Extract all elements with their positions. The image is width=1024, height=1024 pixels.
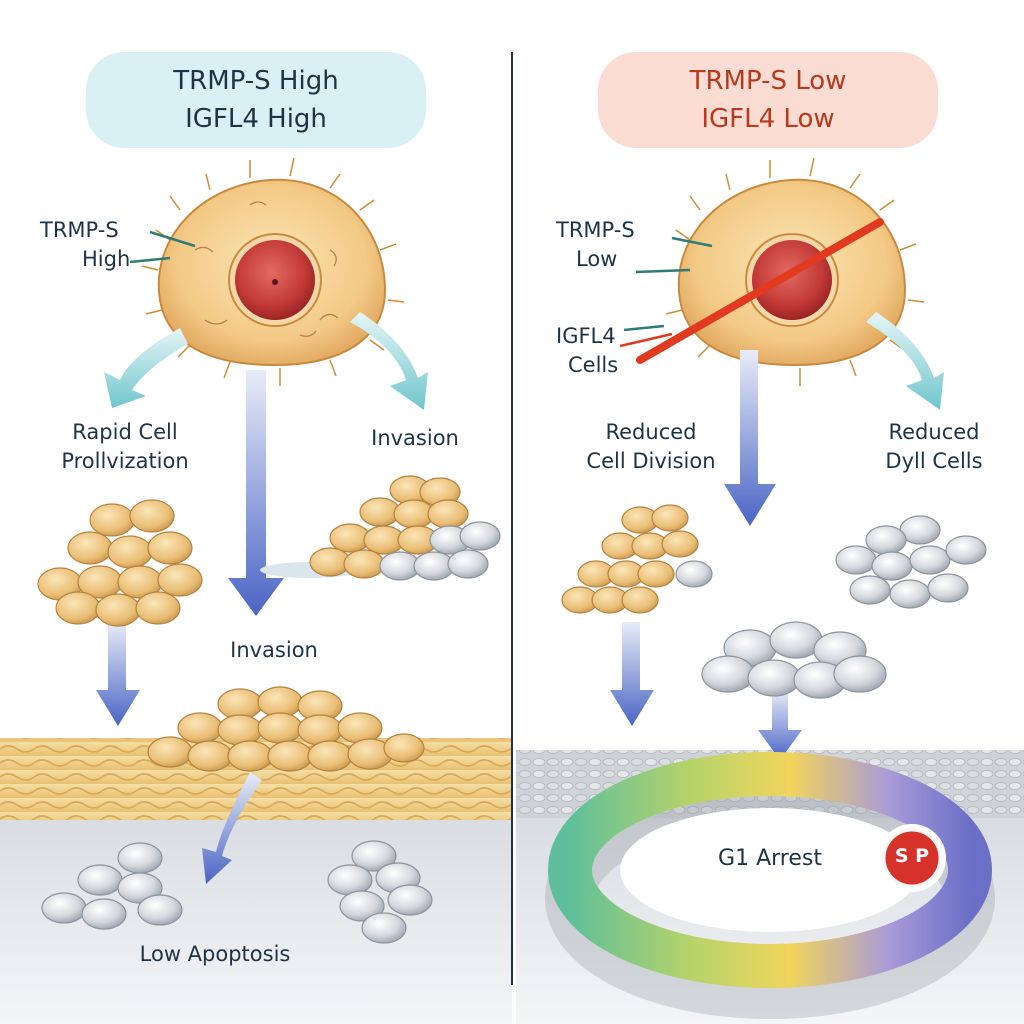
right-callout-lines: [623, 236, 713, 332]
left-tissue-cluster: [147, 686, 425, 772]
left-apoptosis-label: Low Apoptosis: [139, 942, 291, 966]
left-arrow-to-proliferation: [104, 328, 188, 408]
right-callout1-line2: Low: [576, 247, 618, 271]
left-center-invasion-label: Invasion: [230, 638, 318, 662]
left-title-line2: IGFL4 High: [185, 104, 327, 134]
left-callout-line2: High: [82, 247, 131, 271]
right-branch-right-line1: Reduced: [888, 420, 980, 444]
right-callout2-line2: Cells: [568, 353, 619, 377]
left-lower-region: [0, 818, 512, 1024]
right-title-line2: IGFL4 Low: [701, 104, 835, 134]
right-branch-division-label: Reduced Cell Division: [556, 418, 746, 476]
left-branch-proliferation-label: Rapid Cell Prollvization: [30, 418, 220, 476]
right-callout1-line1: TRMP-S: [556, 218, 635, 242]
left-callout-label: TRMP-S High: [40, 216, 130, 274]
left-arrow-to-invasion: [350, 312, 428, 410]
right-callout2-line1: IGFL4: [556, 324, 616, 348]
right-title-line1: TRMP-S Low: [689, 66, 847, 96]
left-branch-invasion-label: Invasion: [371, 426, 459, 450]
left-callout-line1: TRMP-S: [40, 218, 119, 242]
left-arrow-cluster-to-tissue: [96, 622, 140, 726]
right-callout1-label: TRMP-S Low: [556, 216, 635, 274]
right-reduced-cells-cluster: [835, 515, 987, 609]
left-condition-pill: TRMP-S High IGFL4 High: [86, 52, 426, 148]
right-branch-left-line2: Cell Division: [586, 449, 716, 473]
right-branch-cells-label: Reduced Dyll Cells: [854, 418, 1014, 476]
left-invasion-cluster: [260, 475, 501, 581]
right-callout-red-line: [619, 332, 673, 348]
right-branch-right-line2: Dyll Cells: [885, 449, 983, 473]
stop-badge-label: S P: [894, 845, 930, 867]
right-strike-line: [636, 218, 884, 364]
right-condition-pill: TRMP-S Low IGFL4 Low: [598, 52, 938, 148]
left-center-arrow: [228, 370, 284, 616]
right-arrow-cluster-down: [610, 622, 654, 726]
left-apoptosis-cluster-b: [327, 840, 433, 944]
stop-sign-icon: [878, 824, 946, 892]
left-title-line1: TRMP-S High: [173, 66, 339, 96]
left-branch-line1: Rapid Cell: [72, 420, 178, 444]
left-branch-line2: Prollvization: [61, 449, 189, 473]
right-arrow-to-reduced-cells: [866, 312, 944, 410]
right-center-cluster: [701, 621, 887, 699]
cell-cycle-ring: [545, 752, 995, 1019]
right-callout2-label: IGFL4 Cells: [556, 322, 618, 380]
right-arrow-to-cycle: [758, 690, 802, 760]
right-branch-left-line1: Reduced: [605, 420, 697, 444]
right-division-cluster: [561, 504, 713, 614]
left-proliferation-cluster: [37, 499, 203, 627]
g1-arrest-label: G1 Arrest: [718, 846, 822, 871]
right-arrow-to-reduced-division: [724, 350, 776, 526]
left-callout-line: [129, 230, 196, 264]
left-arrow-tissue-to-apoptosis: [202, 772, 262, 884]
left-main-cell: [141, 157, 405, 386]
left-apoptosis-cluster-a: [41, 842, 183, 930]
